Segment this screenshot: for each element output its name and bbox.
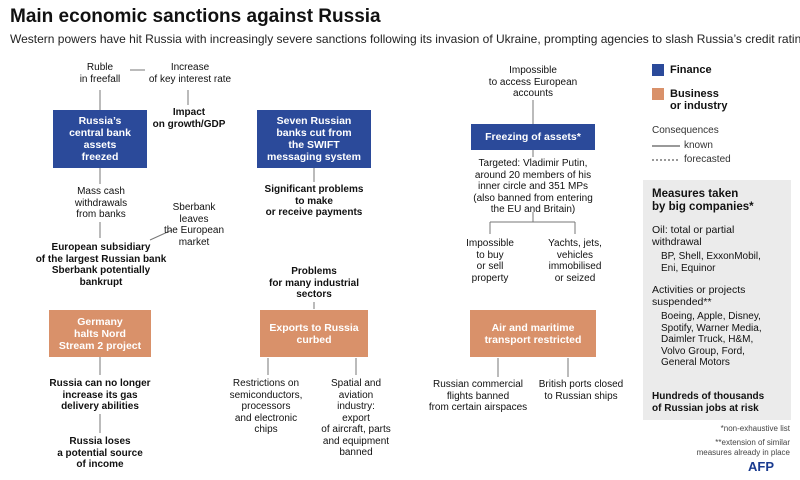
flights-banned-text: Russian commercial flights banned from c… <box>428 379 528 413</box>
companies-panel <box>643 180 791 420</box>
gdp-impact-text: Impact on growth/GDP <box>152 107 226 130</box>
oil-companies-list: BP, Shell, ExxonMobil, Eni, Equinor <box>661 251 761 274</box>
central-bank-box: Russia’s central bank assets freezed <box>53 110 147 168</box>
sberbank-leaves-text: Sberbank leaves the European market <box>163 202 225 248</box>
ruble-freefall-text: Ruble in freefall <box>79 62 121 85</box>
activities-title: Activities or projects suspended** <box>652 284 746 308</box>
lost-income-text: Russia loses a potential source of incom… <box>57 436 143 470</box>
european-accounts-text: Impossible to access European accounts <box>488 65 578 99</box>
cash-withdrawals-text: Mass cash withdrawals from banks <box>74 186 128 220</box>
gas-delivery-text: Russia can no longer increase its gas de… <box>49 378 151 412</box>
finance-legend-swatch <box>652 64 664 76</box>
activities-companies-list: Boeing, Apple, Disney, Spotify, Warner M… <box>661 311 762 368</box>
footnote-non-exhaustive: *non-exhaustive list <box>720 424 790 433</box>
sberbank-subsidiary-text: European subsidiary of the largest Russi… <box>35 242 167 288</box>
industrial-problems-text: Problems for many industrial sectors <box>268 266 359 300</box>
semiconductors-text: Restrictions on semiconductors, processo… <box>229 378 303 435</box>
footnote-extension: **extension of similar measures already … <box>696 438 790 457</box>
known-legend-label: known <box>684 140 713 151</box>
nord-stream-box: Germany halts Nord Stream 2 project <box>49 310 151 357</box>
aviation-text: Spatial and aviation industry: export of… <box>321 378 391 458</box>
finance-legend-label: Finance <box>670 64 712 76</box>
interest-rate-text: Increase of key interest rate <box>148 62 232 85</box>
transport-box: Air and maritime transport restricted <box>470 310 596 357</box>
business-legend-swatch <box>652 88 664 100</box>
property-text: Impossible to buy or sell property <box>466 238 514 284</box>
page-subtitle: Western powers have hit Russia with incr… <box>10 32 800 46</box>
forecasted-legend-label: forecasted <box>684 154 731 165</box>
page-title: Main economic sanctions against Russia <box>10 6 381 27</box>
business-legend-label: Business or industry <box>670 88 728 112</box>
exports-curbed-box: Exports to Russia curbed <box>260 310 368 357</box>
ports-closed-text: British ports closed to Russian ships <box>538 379 624 402</box>
consequences-legend-title: Consequences <box>652 125 719 136</box>
oil-title: Oil: total or partial withdrawal <box>652 224 735 248</box>
targeted-persons-text: Targeted: Vladimir Putin, around 20 memb… <box>473 158 593 215</box>
companies-heading: Measures taken by big companies* <box>652 188 754 213</box>
swift-box: Seven Russian banks cut from the SWIFT m… <box>257 110 371 168</box>
jobs-at-risk-text: Hundreds of thousands of Russian jobs at… <box>652 391 765 414</box>
payment-problems-text: Significant problems to make or receive … <box>264 184 364 218</box>
afp-logo: AFP <box>748 459 774 474</box>
yachts-text: Yachts, jets, vehicles immobilised or se… <box>548 238 602 284</box>
freezing-assets-box: Freezing of assets* <box>471 124 595 150</box>
